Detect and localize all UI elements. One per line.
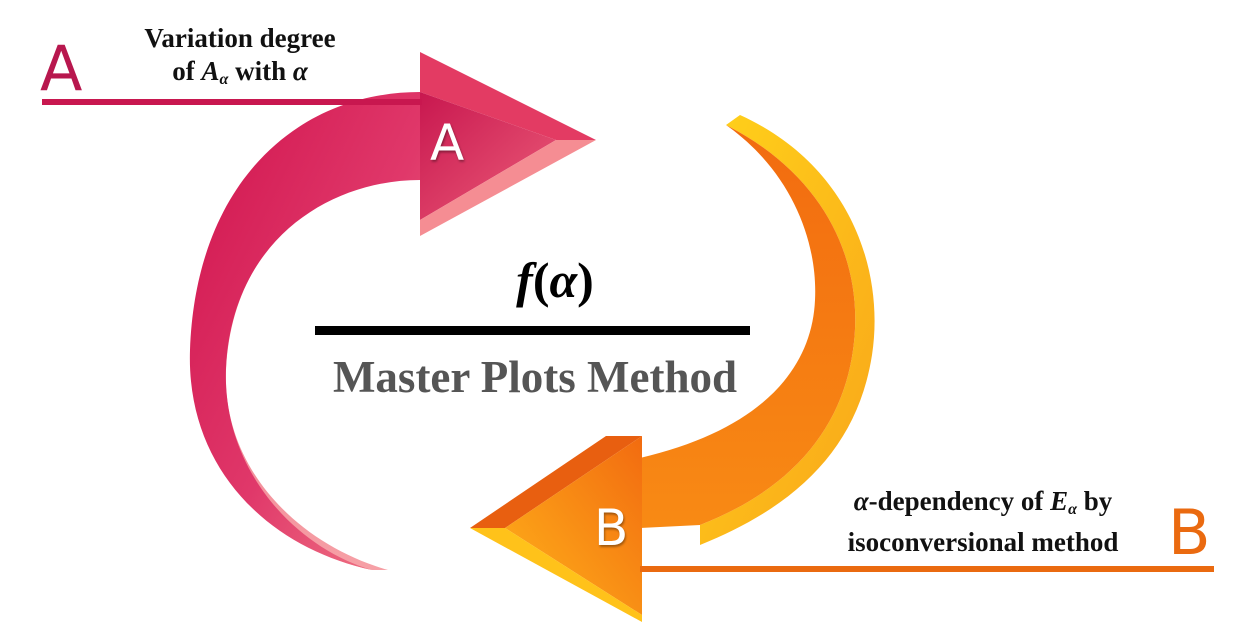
function-label: f(α) xyxy=(440,253,670,307)
arrow-a-letter: A xyxy=(430,114,465,172)
crimson-connector-line xyxy=(42,99,422,105)
description-b: α-dependency of Eα by isoconversional me… xyxy=(808,485,1158,559)
description-a-line2: of Aα with α xyxy=(110,55,370,96)
arrow-b-letter: B xyxy=(594,499,629,557)
orange-arrowhead-bevel xyxy=(470,528,642,622)
function-name: f xyxy=(516,252,533,308)
desc-a-variable: A xyxy=(201,56,220,86)
label-a: A xyxy=(40,32,83,105)
desc-b-mid: -dependency of xyxy=(868,486,1051,516)
function-open-paren: ( xyxy=(532,252,550,308)
desc-a-suffix: with xyxy=(228,56,293,86)
center-rule xyxy=(315,326,750,335)
orange-arrow-body xyxy=(640,125,856,528)
crimson-arrowhead-bevel xyxy=(420,140,596,236)
orange-connector-line xyxy=(640,566,1214,572)
crimson-arrow-body xyxy=(189,92,420,570)
desc-b-subscript: α xyxy=(1068,501,1078,518)
orange-arrowhead-front xyxy=(505,436,642,615)
desc-a-alpha: α xyxy=(292,56,308,86)
description-a: Variation degree of Aα with α xyxy=(110,22,370,96)
desc-b-alpha: α xyxy=(853,486,869,516)
orange-arrow-side xyxy=(700,115,875,545)
desc-b-variable: E xyxy=(1050,486,1069,516)
crimson-arrowhead-top xyxy=(420,52,596,140)
function-close-paren: ) xyxy=(577,252,594,308)
desc-b-suffix: by xyxy=(1077,486,1113,516)
label-b: B xyxy=(1168,496,1211,569)
crimson-arrowhead-front xyxy=(420,92,556,220)
crimson-arrow xyxy=(189,52,596,570)
orange-arrowhead-top xyxy=(470,436,642,528)
description-b-line2: isoconversional method xyxy=(847,527,1119,557)
method-title: Master Plots Method xyxy=(332,352,738,402)
desc-a-prefix: of xyxy=(172,56,202,86)
description-a-line1: Variation degree xyxy=(144,23,336,53)
desc-a-subscript: α xyxy=(219,71,229,88)
function-argument: α xyxy=(549,252,578,308)
description-b-line1: α-dependency of Eα by xyxy=(808,485,1158,526)
orange-arrow xyxy=(470,115,875,622)
